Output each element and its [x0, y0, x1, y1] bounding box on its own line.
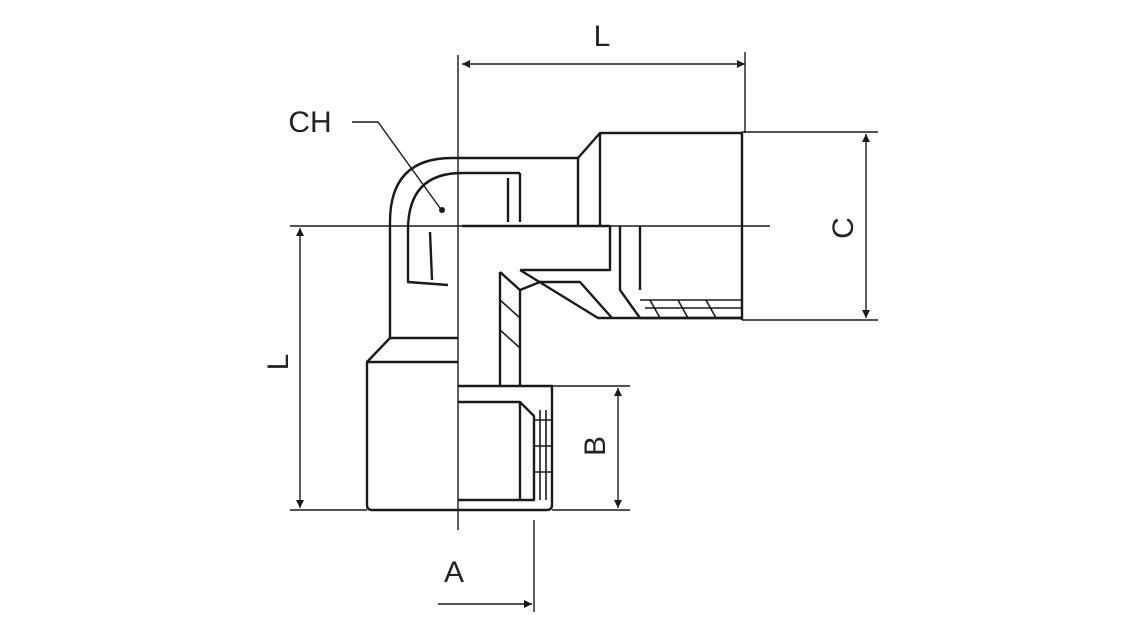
label-wrench-size: CH	[288, 106, 331, 139]
label-side-length: L	[262, 354, 295, 371]
fitting-outline	[365, 131, 744, 512]
label-thread-c: C	[827, 217, 860, 239]
ch-leader-dot	[439, 207, 445, 213]
label-top-length: L	[594, 20, 611, 53]
thread-hatching	[499, 299, 742, 500]
dimension-lines	[290, 52, 878, 612]
label-thread-b: B	[579, 436, 612, 456]
label-offset-a: A	[444, 556, 464, 589]
centerlines	[290, 55, 770, 530]
